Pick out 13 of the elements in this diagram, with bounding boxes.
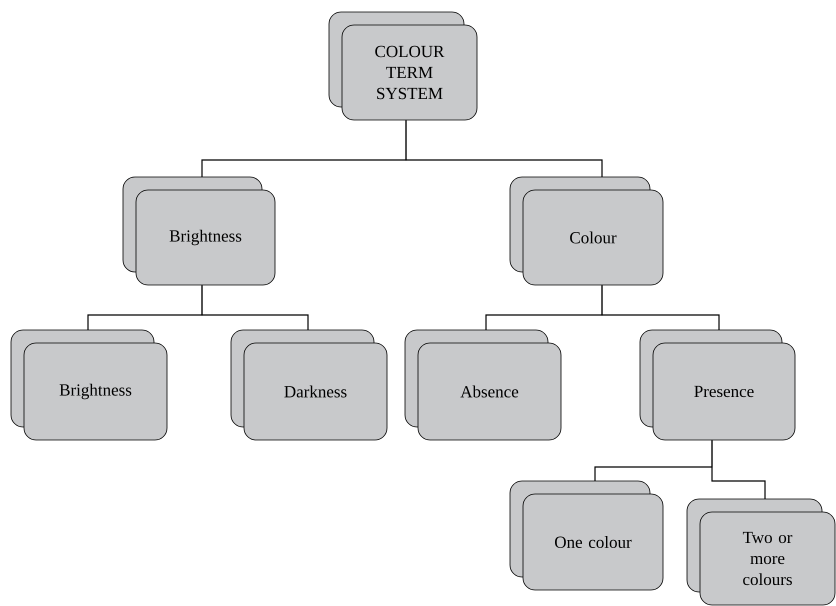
connector bbox=[405, 120, 603, 177]
stacked-box: COLOUR TERM SYSTEM bbox=[328, 12, 478, 120]
stacked-box: Presence bbox=[640, 330, 796, 440]
stacked-box: Brightness bbox=[122, 176, 276, 286]
stacked-box: Colour bbox=[510, 176, 664, 286]
stacked-box: Darkness bbox=[230, 330, 388, 440]
stacked-box: One colour bbox=[510, 480, 664, 590]
stacked-box: Brightness bbox=[10, 330, 168, 440]
stacked-box: Absence bbox=[404, 330, 562, 440]
connector bbox=[201, 285, 309, 330]
connector bbox=[601, 285, 720, 330]
stacked-box: Two or more colours bbox=[686, 498, 836, 606]
connector bbox=[711, 440, 766, 499]
